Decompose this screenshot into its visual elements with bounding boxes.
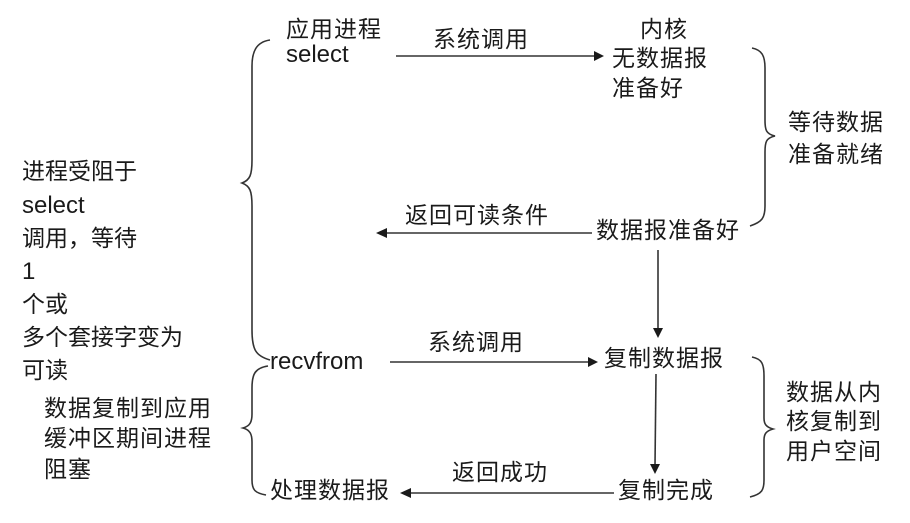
arrow-copy-to-complete-line (654, 373, 657, 467)
annotation-copy-block-line1: 数据复制到应用 (44, 396, 212, 422)
node-app-process-call: select (286, 41, 349, 69)
node-datagram-ready: 数据报准备好 (596, 218, 740, 244)
annotation-blocked-line3: 多个套接字变为 (22, 325, 183, 352)
node-copy-datagram: 复制数据报 (604, 346, 724, 372)
annotation-blocked-during-copy: 数据复制到应用 缓冲区期间进程 阻塞 (44, 396, 212, 483)
arrow-return-readable-head (376, 228, 387, 238)
node-kernel-no-data: 内核 无数据报 准备好 (612, 17, 708, 102)
node-app-process: 应用进程 select (286, 17, 382, 69)
annotation-blocked-line4: 可读 (22, 357, 68, 384)
annotation-wait-line1: 等待数据 (788, 110, 884, 136)
node-kernel-title: 内核 (640, 17, 688, 43)
annotation-copy-kernel-to-user: 数据从内 核复制到 用户空间 (786, 380, 882, 465)
brace-blocked-during-copy (240, 365, 269, 496)
brace-wait-data-ready (749, 47, 776, 227)
edge-label-syscall-2: 系统调用 (428, 330, 524, 356)
node-app-process-title: 应用进程 (286, 17, 382, 43)
annotation-kernel-user-line1: 数据从内 (786, 380, 882, 406)
annotation-wait-data-ready: 等待数据 准备就绪 (788, 110, 884, 169)
brace-copy-kernel-to-user (749, 356, 776, 498)
arrow-return-success-head (400, 488, 411, 498)
brace-blocked-on-select (239, 39, 271, 361)
node-recvfrom: recvfrom (270, 348, 364, 375)
arrow-syscall-1-head (594, 51, 604, 61)
edge-label-return-success: 返回成功 (452, 460, 548, 486)
edge-label-return-readable: 返回可读条件 (405, 203, 549, 229)
arrow-copy-to-complete-head (650, 464, 660, 474)
arrow-syscall-2-head (588, 357, 598, 367)
node-copy-complete: 复制完成 (618, 478, 714, 504)
annotation-wait-line2: 准备就绪 (788, 142, 884, 169)
annotation-copy-block-line3: 阻塞 (44, 456, 92, 483)
annotation-copy-block-line2: 缓冲区期间进程 (44, 426, 212, 453)
annotation-kernel-user-line2: 核复制到 (786, 409, 882, 436)
edge-label-syscall-1: 系统调用 (433, 27, 529, 53)
arrow-ready-to-copy-head (653, 328, 663, 338)
node-kernel-line2: 无数据报 (612, 46, 708, 73)
annotation-kernel-user-line3: 用户空间 (786, 438, 882, 465)
node-kernel-line3: 准备好 (612, 75, 684, 102)
node-process-datagram: 处理数据报 (270, 478, 390, 504)
